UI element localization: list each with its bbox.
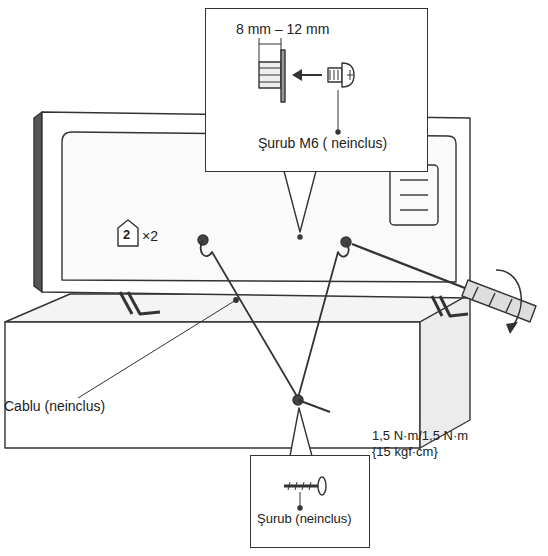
callout-icon [118, 220, 138, 246]
tv-foot [128, 292, 160, 314]
box-text: 8 mm – 12 mm [236, 21, 329, 37]
bracket-plate [281, 50, 285, 102]
leader-line [78, 300, 236, 398]
torque-value: 1,5 N·m/1,5 N·m {15 kgf·cm} [372, 428, 490, 459]
callout-pointer [290, 408, 312, 456]
tv-bezel [34, 112, 42, 292]
screw-thread [259, 62, 281, 88]
callout-count: ×2 [142, 228, 158, 245]
tv-terminal-panel [390, 165, 438, 225]
cable [298, 242, 349, 398]
magnifier-box: 8 mm – 12 mm Şurub M6 ( neinclus) [205, 8, 428, 172]
box-text: Şurub (neinclus) [257, 512, 352, 527]
magnifier-box: Şurub (neinclus) [250, 455, 370, 548]
table-side [420, 294, 470, 448]
box-text: Şurub M6 ( neinclus) [258, 135, 387, 151]
dimension-line [259, 38, 260, 62]
table-top [5, 294, 470, 322]
screwdriver-shaft [352, 244, 470, 290]
leader-line [338, 90, 339, 132]
part-name: Cablu (neinclus) [4, 398, 105, 415]
cable [201, 240, 298, 398]
tv-foot [440, 296, 468, 316]
callout-number: 2 [123, 227, 130, 243]
m6-screw [328, 68, 342, 82]
torque-arrow [496, 270, 521, 328]
table-front [5, 322, 420, 448]
callout-pointer [284, 171, 316, 232]
screwdriver-handle [462, 280, 536, 322]
